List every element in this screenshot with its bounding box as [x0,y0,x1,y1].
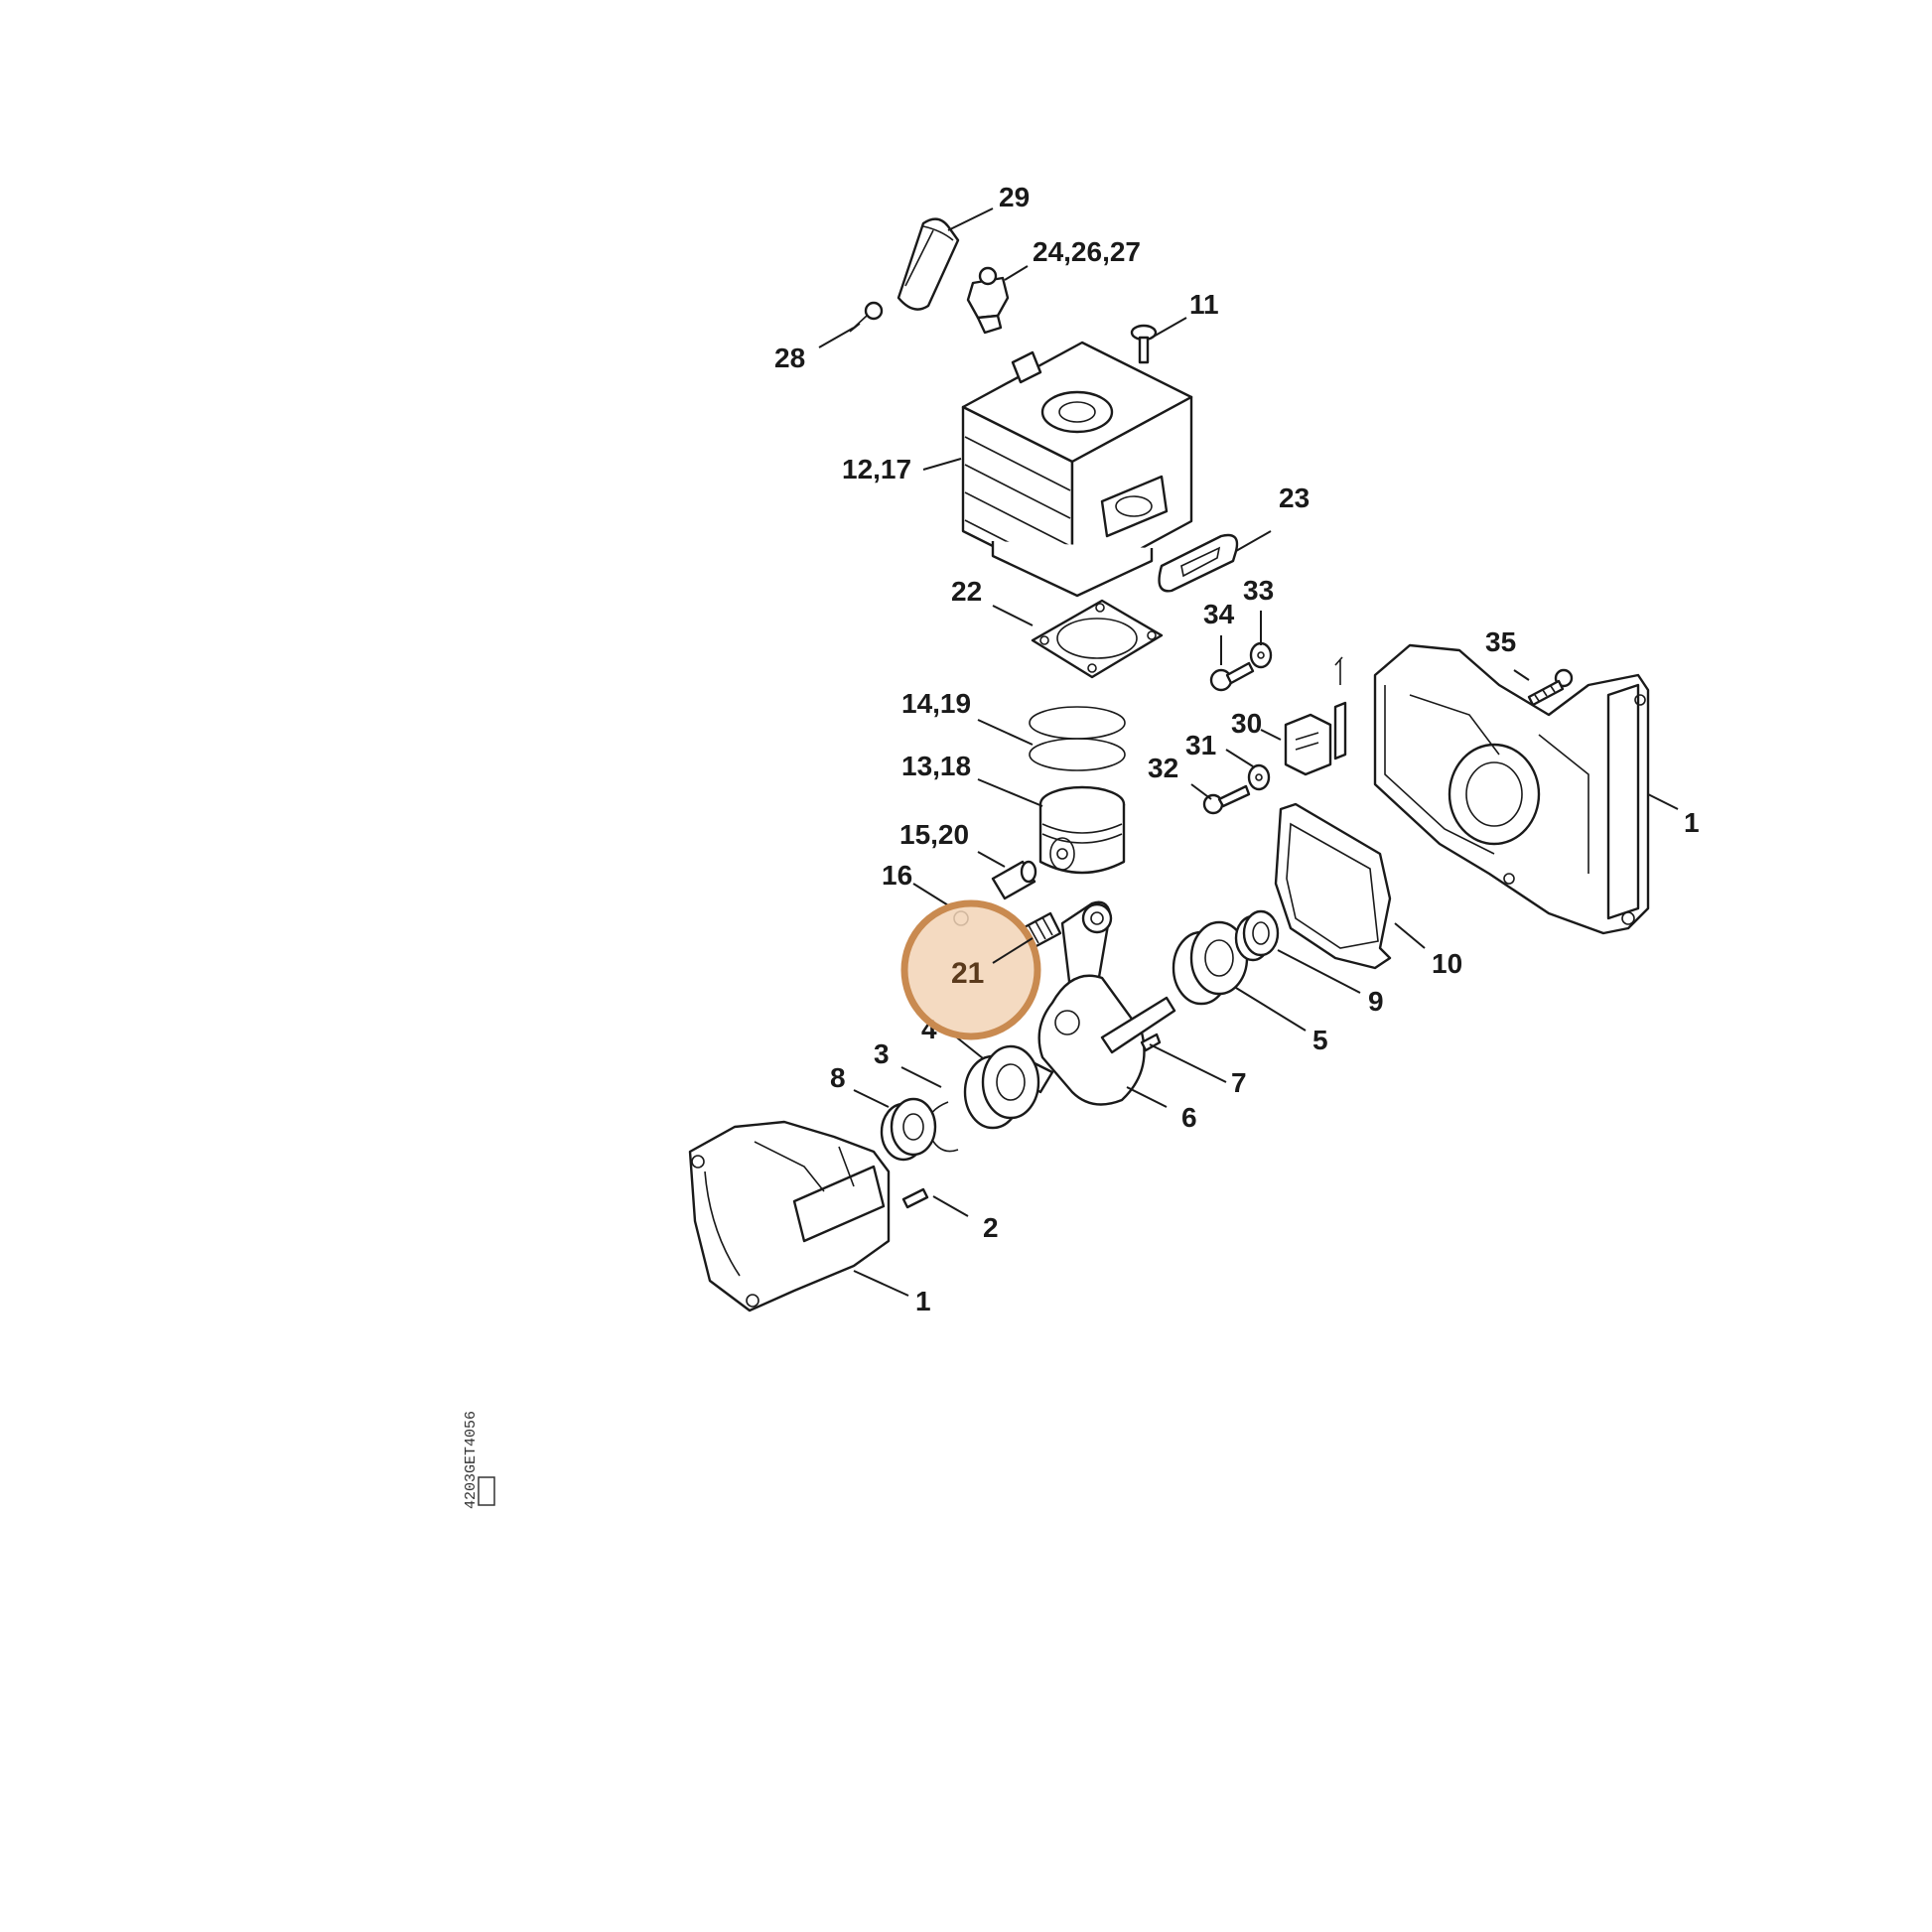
callout-15-20[interactable]: 15,20 [899,819,969,850]
callout-9[interactable]: 9 [1368,986,1384,1017]
callout-24-26-27[interactable]: 24,26,27 [1033,236,1141,267]
woodruff-key[interactable] [1140,1033,1162,1052]
callout-16[interactable]: 16 [882,860,912,891]
spark-plug[interactable] [966,266,1010,335]
dowel-pin[interactable] [901,1187,929,1209]
oil-seal-right[interactable] [1234,909,1280,962]
crankcase-left[interactable] [688,1120,891,1312]
callout-1-right[interactable]: 1 [1684,807,1700,838]
cylinder-gasket[interactable] [1031,599,1164,679]
leader-lines [818,207,1679,1297]
spark-plug-boot[interactable] [897,217,960,311]
callout-28[interactable]: 28 [774,343,805,373]
screw-34[interactable] [1209,661,1255,692]
callout-7[interactable]: 7 [1231,1067,1247,1098]
piston-pin[interactable] [991,860,1037,900]
callout-23[interactable]: 23 [1279,483,1310,513]
callout-3[interactable]: 3 [874,1038,890,1069]
callout-33[interactable]: 33 [1243,575,1274,606]
crankcase-gasket[interactable] [1274,802,1392,970]
callout-12-17[interactable]: 12,17 [842,454,911,484]
washer-31[interactable] [1247,763,1271,791]
callout-6[interactable]: 6 [1181,1102,1197,1133]
callout-8[interactable]: 8 [830,1062,846,1093]
drawing-code-text: 4203GET4056 [463,1411,480,1509]
piston[interactable] [1038,785,1126,875]
piston-rings[interactable] [1029,706,1126,771]
callout-5[interactable]: 5 [1312,1025,1328,1055]
callout-14-19[interactable]: 14,19 [901,688,971,719]
cylinder-screw[interactable] [1130,324,1158,364]
spark-plug-wire-clip[interactable] [849,301,884,333]
callout-32[interactable]: 32 [1148,753,1178,783]
crankshaft[interactable] [1021,900,1176,1106]
callout-35[interactable]: 35 [1485,626,1516,657]
callout-11[interactable]: 11 [1189,289,1219,320]
callout-34[interactable]: 34 [1203,599,1235,629]
callout-31[interactable]: 31 [1185,730,1216,760]
callout-22[interactable]: 22 [951,576,982,607]
crankcase-right[interactable] [1373,643,1650,935]
callout-30[interactable]: 30 [1231,708,1262,739]
washer-33[interactable] [1249,641,1273,669]
callout-2[interactable]: 2 [983,1212,999,1243]
spacer-30[interactable] [1284,656,1347,776]
highlight-label: 21 [951,957,984,990]
callout-13-18[interactable]: 13,18 [901,751,971,781]
ball-bearing-right[interactable] [1172,920,1249,1006]
drawing-code: 4203GET4056 [463,1411,495,1509]
screw-35[interactable] [1527,668,1574,707]
screw-32[interactable] [1202,784,1251,815]
drawing-code-box [478,1476,495,1506]
cylinder[interactable] [961,341,1193,598]
oil-seal-left[interactable] [880,1097,937,1162]
callout-29[interactable]: 29 [999,182,1030,212]
callout-10[interactable]: 10 [1432,948,1462,979]
highlight-marker-21[interactable]: 21 [900,899,1041,1040]
callout-1-left[interactable]: 1 [915,1286,931,1316]
ball-bearing-left[interactable] [963,1044,1040,1130]
muffler-gasket[interactable] [1158,533,1239,593]
callout-labels: 29 24,26,27 11 28 12,17 23 22 34 33 35 1… [774,182,1700,1316]
